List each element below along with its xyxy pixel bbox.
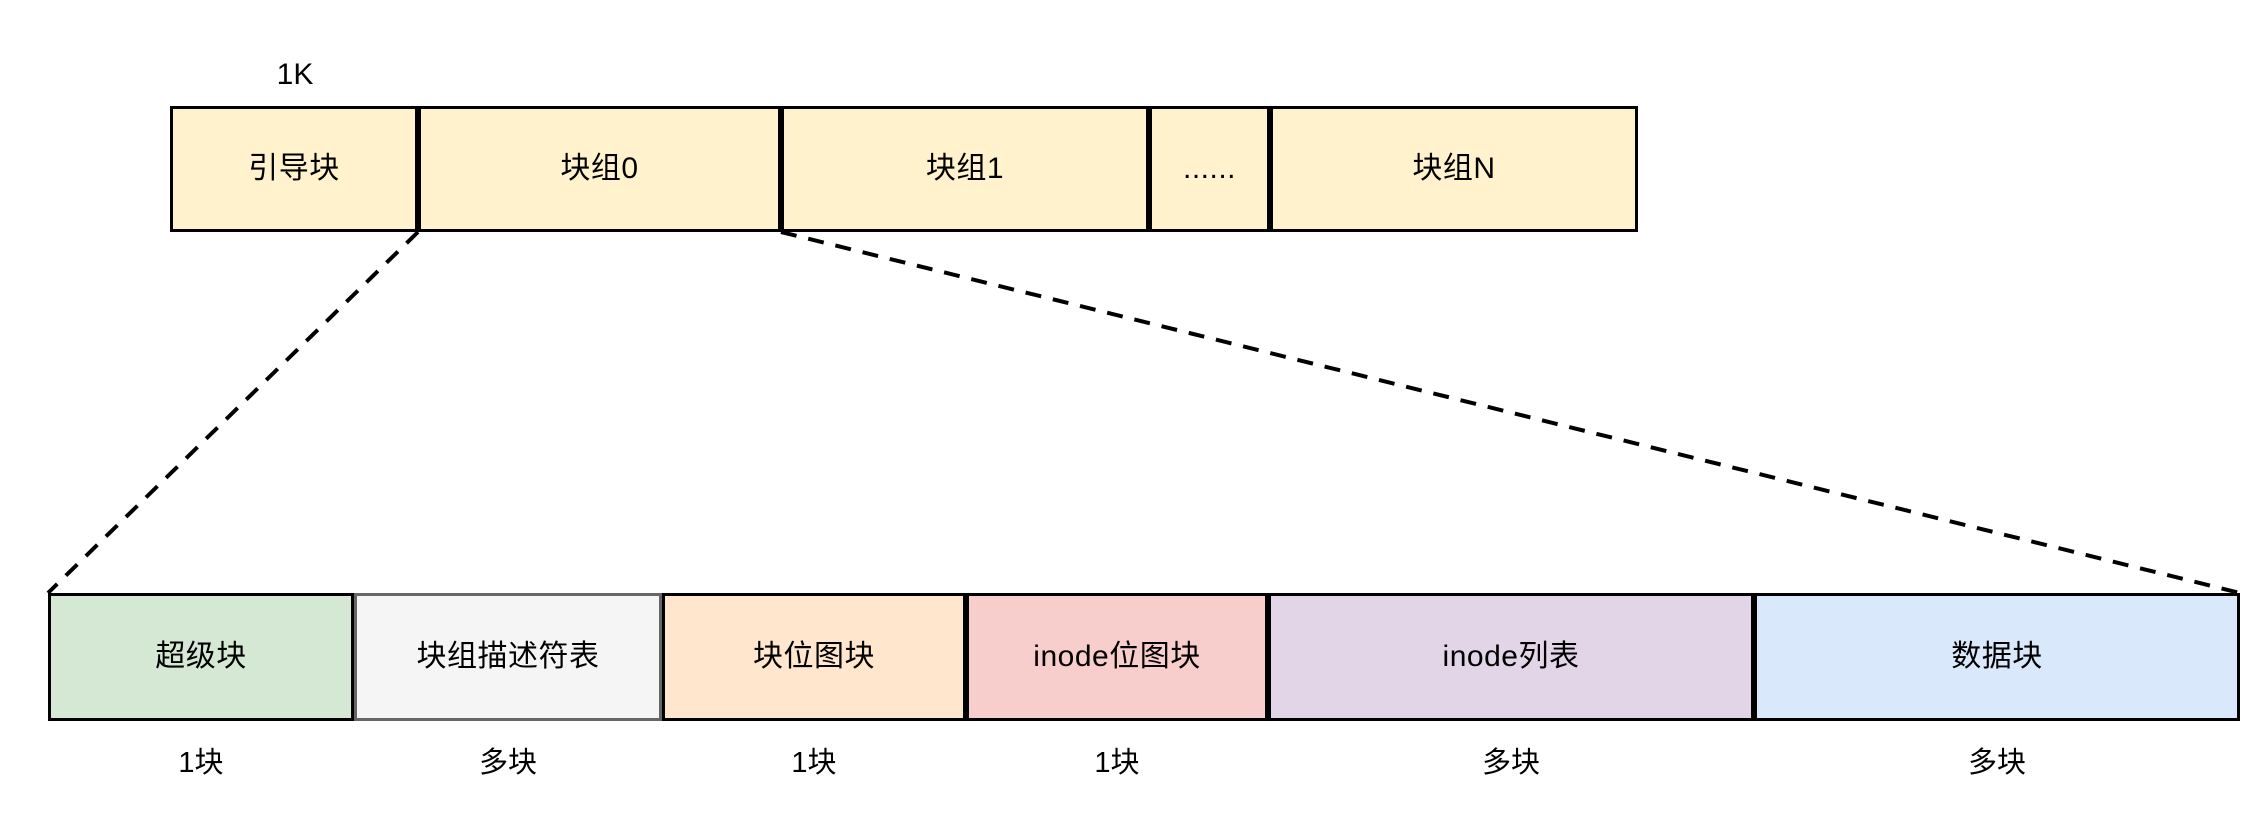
block-group-segment: 块组描述符表 [354,593,662,721]
block-group-segment: 超级块 [48,593,354,721]
block-group-segment-size: 1块 [178,747,224,779]
block-group-segment-size: 1块 [1094,747,1140,779]
disk-segment: 引导块 [170,106,418,232]
block-group-segment: inode位图块 [966,593,1268,721]
block-group-segment: 数据块 [1754,593,2240,721]
disk-segment: ...... [1149,106,1270,232]
block-group-segment-size: 多块 [1481,747,1541,779]
block-group-segment-size: 多块 [1967,747,2027,779]
block-group-segment-size: 1块 [791,747,837,779]
disk-segment: 块组N [1270,106,1638,232]
block-group-segment: 块位图块 [662,593,966,721]
block-group-segment: inode列表 [1268,593,1754,721]
block-group-segment-size: 多块 [478,747,538,779]
left-expansion-line [46,230,420,595]
disk-segment: 块组1 [781,106,1149,232]
size-annotation-1k: 1K [276,58,314,91]
right-expansion-line [780,230,2241,595]
disk-segment: 块组0 [418,106,781,232]
